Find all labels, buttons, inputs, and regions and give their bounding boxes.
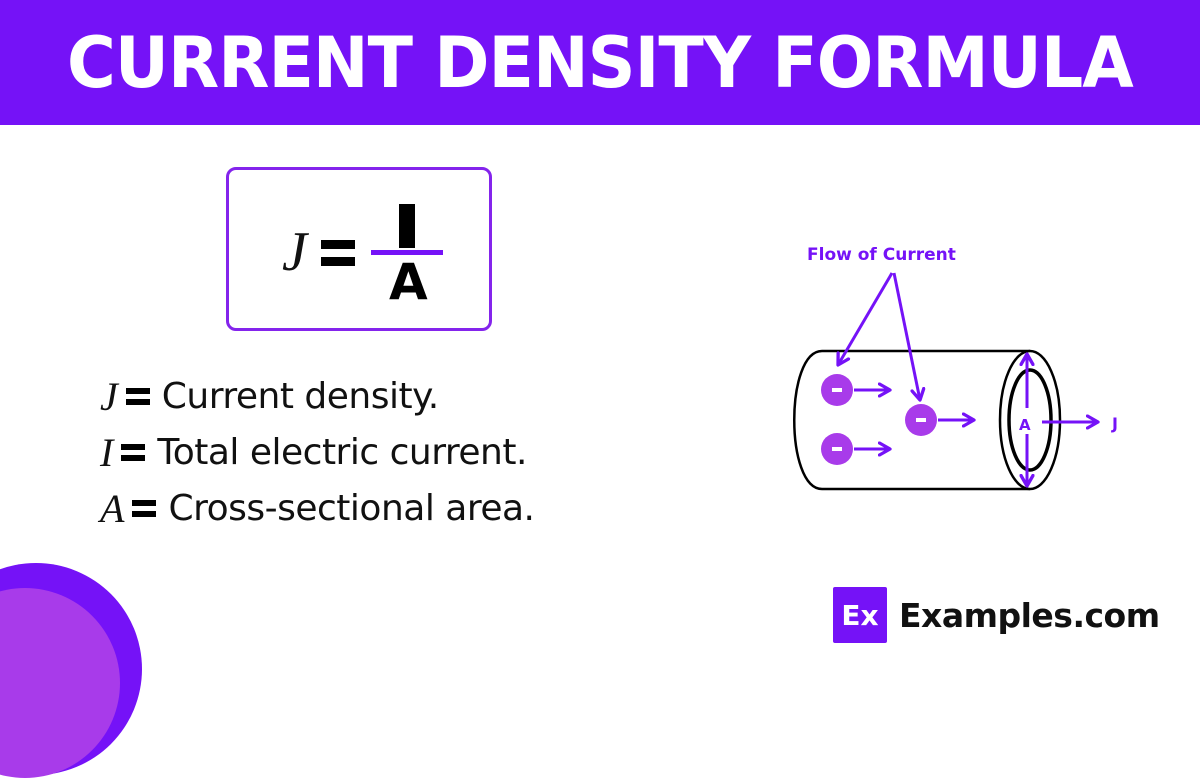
definition-symbol: I: [100, 429, 114, 475]
definition-text: Cross-sectional area.: [168, 487, 535, 529]
area-arrows: [1027, 354, 1098, 486]
flow-label: Flow of Current: [807, 245, 956, 265]
formula-box: J A: [226, 167, 492, 331]
conductor-diagram: Flow of Current A J: [780, 230, 1150, 500]
electron-icon: [821, 374, 890, 406]
equals-sign: [121, 442, 146, 462]
definitions-list: J Current density. I Total electric curr…: [100, 368, 535, 536]
formula-lhs: J: [282, 221, 307, 283]
electron-icon: [905, 404, 974, 436]
flow-pointer-arrows: [838, 272, 920, 400]
fraction-bar: [371, 250, 443, 255]
conductor-illustration: Flow of Current A J: [793, 245, 1118, 491]
definition-item: I Total electric current.: [100, 424, 535, 480]
equals-sign: [125, 386, 150, 406]
area-label: A: [1019, 416, 1031, 434]
logo-mark-icon: Ex: [833, 587, 887, 643]
brand-logo[interactable]: Ex Examples.com: [833, 587, 1160, 643]
definition-item: J Current density.: [100, 368, 535, 424]
definition-symbol: J: [100, 373, 118, 419]
definition-symbol: A: [100, 485, 125, 531]
definition-text: Total electric current.: [157, 431, 527, 473]
title-banner: CURRENT DENSITY FORMULA: [0, 0, 1200, 125]
definition-item: A Cross-sectional area.: [100, 480, 535, 536]
page-title: CURRENT DENSITY FORMULA: [67, 21, 1134, 104]
equals-sign: [321, 240, 355, 268]
equals-sign: [132, 498, 157, 518]
formula-numerator: [399, 204, 415, 248]
formula-denominator: A: [389, 253, 428, 311]
definition-text: Current density.: [161, 375, 439, 417]
brand-name: Examples.com: [899, 595, 1160, 635]
density-label: J: [1111, 414, 1118, 433]
electron-icon: [821, 433, 890, 465]
